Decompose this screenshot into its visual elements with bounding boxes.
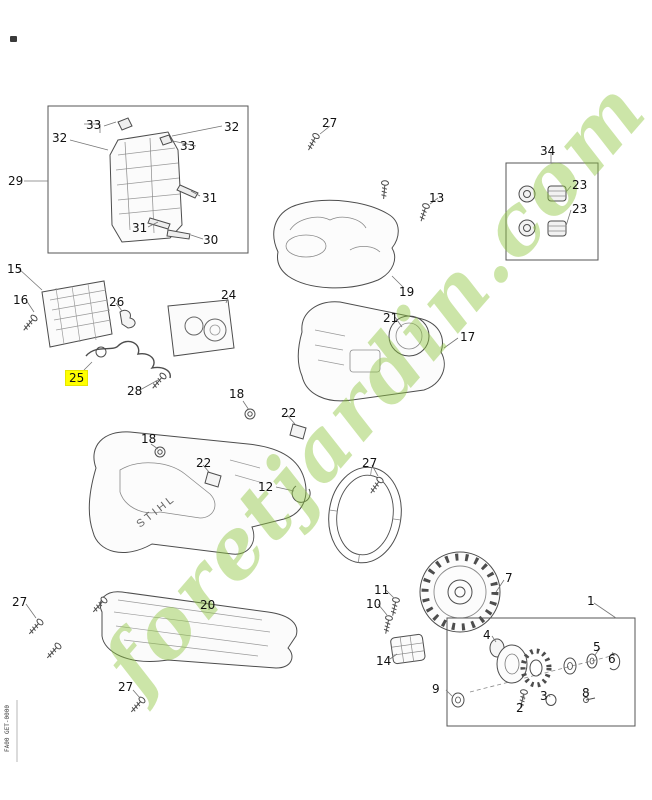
callout-13[interactable]: 13	[429, 191, 445, 205]
callout-31[interactable]: 31	[132, 221, 148, 235]
part-filter-guard	[17, 267, 113, 348]
callout-11[interactable]: 11	[374, 583, 390, 597]
callout-26[interactable]: 26	[109, 295, 125, 309]
callout-18[interactable]: 18	[229, 387, 245, 401]
callout-22[interactable]: 22	[281, 406, 297, 420]
callout-1[interactable]: 1	[587, 594, 595, 608]
part-flywheel	[419, 551, 505, 633]
callout-31[interactable]: 31	[202, 191, 218, 205]
fastener-10	[381, 614, 394, 635]
bracket-22b	[204, 471, 222, 488]
callout-9[interactable]: 9	[432, 682, 440, 696]
callout-22[interactable]: 22	[196, 456, 212, 470]
callout-23[interactable]: 23	[572, 178, 588, 192]
bracket-22a	[289, 423, 307, 440]
assembly-clutch	[445, 602, 636, 727]
callout-32[interactable]: 32	[224, 120, 240, 134]
callout-23[interactable]: 23	[572, 202, 588, 216]
part-lever	[115, 302, 136, 329]
callout-29[interactable]: 29	[8, 174, 24, 188]
callout-24[interactable]: 24	[221, 288, 237, 302]
callout-27[interactable]: 27	[362, 456, 378, 470]
ink-mark	[10, 36, 17, 42]
callout-5[interactable]: 5	[593, 640, 601, 654]
clamp-12	[150, 400, 311, 503]
doc-code: FA00 GET-0000	[4, 705, 11, 752]
callout-17[interactable]: 17	[460, 330, 476, 344]
part-motor-housing	[297, 301, 459, 402]
part-handle-housing: STIHL	[88, 431, 307, 555]
part-buffer	[390, 633, 426, 665]
callout-19[interactable]: 19	[399, 285, 415, 299]
callout-21[interactable]: 21	[383, 311, 399, 325]
washer-18a	[244, 408, 256, 420]
callout-12[interactable]: 12	[258, 480, 274, 494]
callout-28[interactable]: 28	[127, 384, 143, 398]
fastener-27-mid	[367, 475, 385, 496]
callout-8[interactable]: 8	[582, 686, 590, 700]
callout-7[interactable]: 7	[505, 571, 513, 585]
callout-27[interactable]: 27	[322, 116, 338, 130]
callout-25-highlighted[interactable]: 25	[64, 370, 89, 386]
callout-3[interactable]: 3	[540, 689, 548, 703]
callout-10[interactable]: 10	[366, 597, 382, 611]
callout-32[interactable]: 32	[52, 131, 68, 145]
fastener-28	[149, 371, 168, 392]
callout-4[interactable]: 4	[483, 628, 491, 642]
callout-33[interactable]: 33	[86, 118, 102, 132]
callout-16[interactable]: 16	[13, 293, 29, 307]
part-fan-housing-ring	[328, 466, 402, 564]
callout-34[interactable]: 34	[540, 144, 556, 158]
assembly-plugs-box	[505, 153, 599, 261]
callout-6[interactable]: 6	[608, 652, 616, 666]
fasteners	[25, 125, 439, 715]
callout-2[interactable]: 2	[516, 701, 524, 715]
part-wiring-harness	[83, 340, 171, 379]
callout-30[interactable]: 30	[203, 233, 219, 247]
callout-33[interactable]: 33	[180, 139, 196, 153]
callout-15[interactable]: 15	[7, 262, 23, 276]
part-bottom-cover	[99, 591, 298, 669]
part-carburetor	[167, 296, 235, 357]
callout-18[interactable]: 18	[141, 432, 157, 446]
callout-27[interactable]: 27	[118, 680, 134, 694]
fastener-11	[388, 596, 401, 617]
assembly-shroud-box	[24, 105, 249, 254]
part-fuel-tank	[273, 199, 405, 289]
callout-20[interactable]: 20	[200, 598, 216, 612]
callout-14[interactable]: 14	[376, 654, 392, 668]
callout-27[interactable]: 27	[12, 595, 28, 609]
